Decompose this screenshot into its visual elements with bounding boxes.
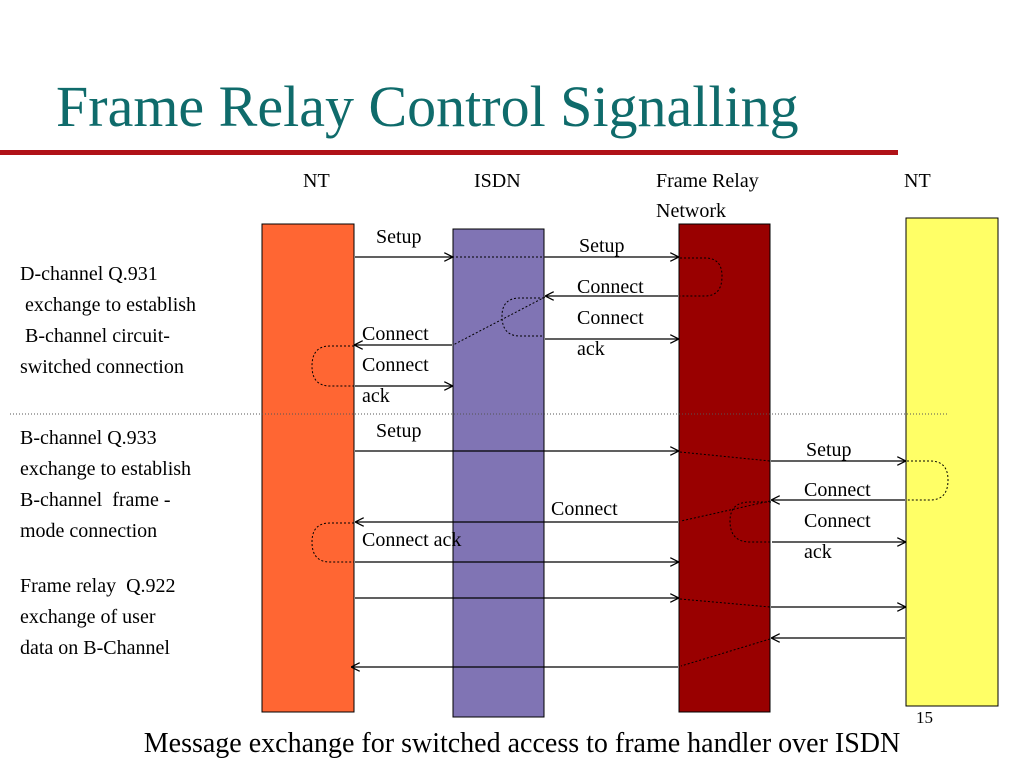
message-connect-4: Connect xyxy=(551,498,618,520)
page-number: 15 xyxy=(916,708,933,727)
column-label-frame-relay-network: Frame Relay Network xyxy=(656,170,759,222)
message-connect-1: Connect xyxy=(577,276,644,298)
column-label-isdn: ISDN xyxy=(474,170,521,192)
slide-title: Frame Relay Control Signalling xyxy=(56,74,799,139)
message-connect-ack-1: Connect ack xyxy=(577,307,644,360)
data-fr-relay-dashed-2 xyxy=(680,638,771,667)
fr-loop-phase1 xyxy=(680,257,723,297)
message-setup-1: Setup xyxy=(376,226,422,248)
message-connect-2: Connect xyxy=(362,323,429,345)
frame-relay-network-bar xyxy=(678,223,771,713)
nt-left-bar xyxy=(261,223,355,713)
message-setup-4: Setup xyxy=(806,439,852,461)
connect-fr-relay-dashed xyxy=(680,500,771,522)
title-underline xyxy=(0,150,898,155)
nt-right-loop-phase2 xyxy=(907,460,949,501)
isdn-loop-phase1 xyxy=(501,297,544,337)
message-setup-2: Setup xyxy=(579,235,625,257)
message-connect-ack-2: Connect ack xyxy=(362,354,429,407)
message-setup-3: Setup xyxy=(376,420,422,442)
nt-right-bar xyxy=(905,217,999,707)
fr-loop-phase2 xyxy=(729,501,771,543)
setup-fr-relay-dashed xyxy=(679,451,771,462)
message-connect-ack-3: Connect ack xyxy=(804,510,871,563)
column-label-nt-left: NT xyxy=(303,170,330,192)
message-connect-ack-4: Connect ack xyxy=(362,529,462,551)
column-label-nt-right: NT xyxy=(904,170,931,192)
phase-label-q922: Frame relay Q.922 exchange of user data … xyxy=(20,575,176,659)
phase-label-q933: B-channel Q.933 exchange to establish B-… xyxy=(20,427,192,542)
slide-caption: Message exchange for switched access to … xyxy=(143,728,901,759)
connect-relay-dashed xyxy=(452,296,546,346)
data-fr-relay-dashed-1 xyxy=(679,598,771,608)
phase-label-q931: D-channel Q.931 exchange to establish B-… xyxy=(20,263,197,378)
message-connect-3: Connect xyxy=(804,479,871,501)
nt-loop-phase2 xyxy=(311,522,354,563)
isdn-bar xyxy=(452,228,545,718)
